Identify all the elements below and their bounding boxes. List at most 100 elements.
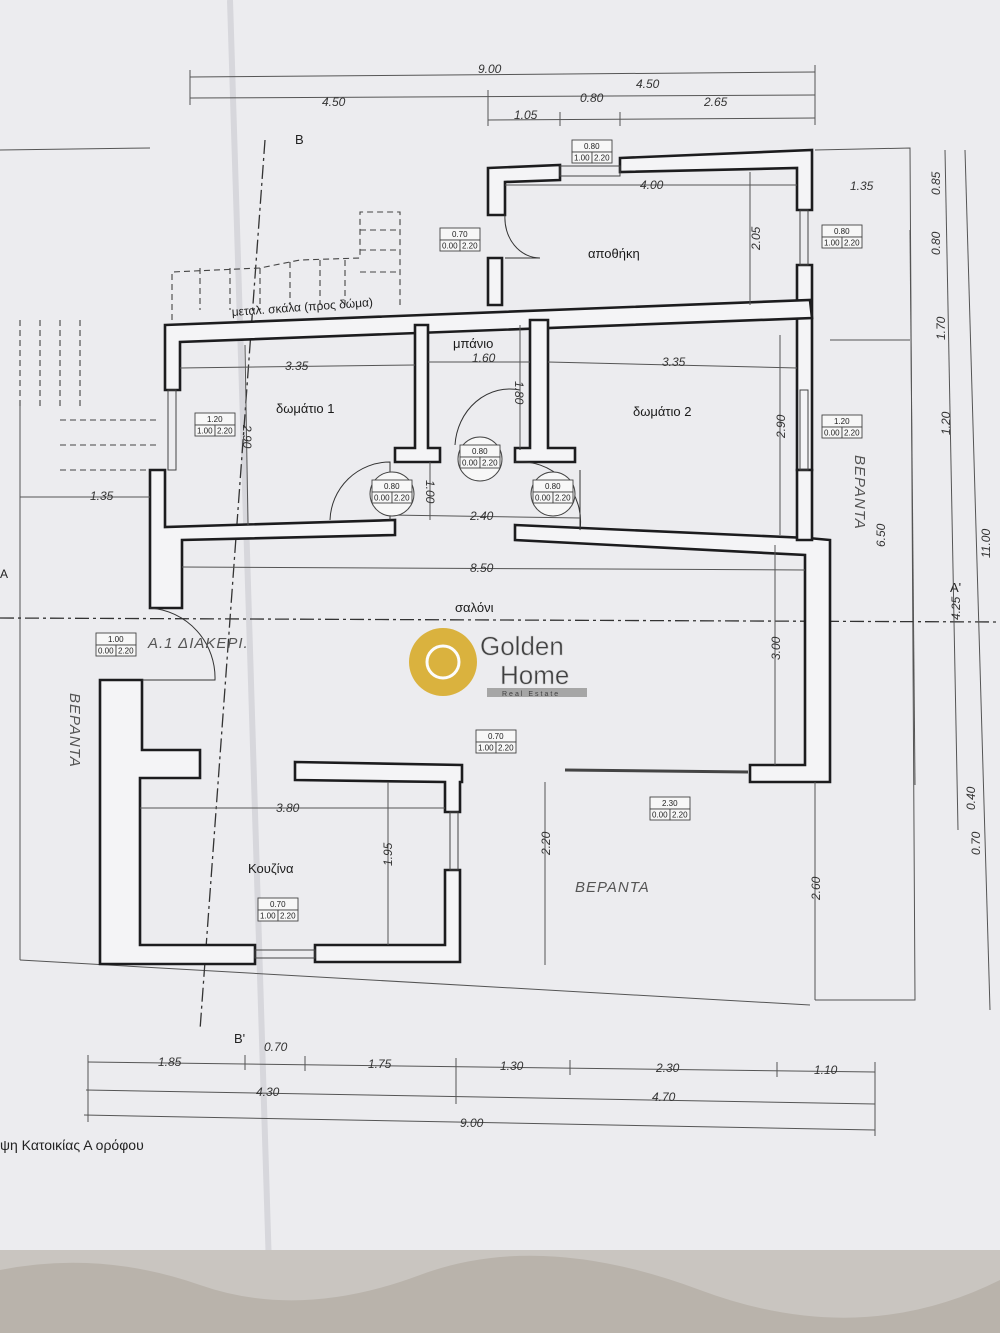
section-mark-a: A [0,567,8,581]
dim-text: 2.65 [703,95,728,109]
dim-text: 1.30 [500,1059,524,1073]
logo-text: Home [500,660,569,690]
golden-home-watermark: Golden Home Real Estate [409,628,587,698]
opening-tag: 1.00 0.00 2.20 [95,632,137,657]
opening-value: 1.00 [574,154,590,163]
opening-value: 2.20 [482,459,498,468]
dim-text: 3.35 [662,355,686,369]
opening-value: 2.20 [498,744,514,753]
dim-text: 3.35 [285,359,309,373]
dim-text: 1.10 [814,1063,838,1077]
paper-fold [227,0,273,1301]
dim-text: 2.90 [240,424,254,449]
opening-value: 1.20 [834,417,850,426]
opening-value: 0.80 [384,482,400,491]
dim-text: 4.00 [640,178,664,192]
opening-value: 2.20 [394,494,410,503]
room-label-bathroom: μπάνιο [453,336,493,351]
opening-value: 2.20 [844,429,860,438]
dim-text: 1.60 [472,351,496,365]
top-dimensions: 9.00 4.50 4.50 1.05 0.80 2.65 [189,62,816,126]
logo-subtext: Real Estate [502,691,560,698]
room-label-kitchen: Κουζίνα [248,861,294,876]
opening-value: 0.00 [98,647,114,656]
opening-value: 0.00 [824,429,840,438]
opening-value: 2.20 [555,494,571,503]
opening-tag: 2.30 0.00 2.20 [649,796,691,821]
opening-value: 2.20 [462,242,478,251]
interior-dimension-lines [20,172,910,1000]
drawing-caption: ψη Κατοικίας Α ορόφου [0,1137,144,1153]
dim-text: 4.70 [652,1090,676,1104]
dim-text: 1.20 [939,411,953,435]
opening-tag: 1.20 0.00 2.20 [821,414,863,439]
dim-text: 2.60 [809,876,823,901]
boundary-line [19,959,811,1006]
section-axis-b [199,139,266,1031]
dim-text: 4.50 [636,77,660,91]
opening-value: 1.00 [478,744,494,753]
metal-stair [19,211,401,471]
opening-value: 2.20 [594,154,610,163]
windows [167,165,809,959]
dim-text: 9.00 [478,62,502,76]
opening-value: 1.00 [197,427,213,436]
section-mark-b-prime: B' [234,1031,245,1046]
section-mark-a-prime: A' [950,580,961,595]
dim-text: 8.50 [470,561,494,575]
dim-text: 1.95 [381,842,395,866]
opening-value: 2.20 [672,811,688,820]
bottom-dimensions: 1.85 0.70 1.75 1.30 2.30 1.10 4.30 4.70 … [83,1040,876,1136]
room-label-bedroom-2: δωμάτιο 2 [633,404,692,419]
logo-circle [409,628,477,696]
dim-text: 0.70 [969,831,983,855]
dim-text: 1.80 [512,381,526,405]
room-label-living: σαλόνι [455,600,494,615]
dim-text: 1.75 [368,1057,392,1071]
dim-text: 3.80 [276,801,300,815]
dim-text: 2.30 [655,1061,680,1075]
opening-value: 0.70 [488,732,504,741]
dim-text: 9.00 [460,1116,484,1130]
opening-value: 2.20 [844,239,860,248]
opening-value: 0.00 [374,494,390,503]
interior-dimension-labels: 4.00 2.05 3.35 1.60 3.35 1.80 2.90 2.90 … [90,178,874,901]
right-dimensions: 0.85 0.80 1.70 1.20 4.25 0.40 0.70 11.00… [874,149,993,1011]
opening-value: 1.00 [824,239,840,248]
section-axis-a [0,617,1000,623]
opening-value: 0.00 [442,242,458,251]
opening-value: 0.80 [584,142,600,151]
opening-value: 2.20 [280,912,296,921]
opening-value: 1.00 [108,635,124,644]
opening-value: 0.00 [462,459,478,468]
opening-value: 2.20 [217,427,233,436]
opening-value: 2.30 [662,799,678,808]
dim-text: 2.90 [774,414,788,439]
dim-text: 1.70 [934,316,948,340]
section-mark-b: B [295,132,304,147]
dim-text: 1.35 [850,179,874,193]
opening-value: 0.00 [652,811,668,820]
opening-value: 2.20 [118,647,134,656]
opening-value: 1.00 [260,912,276,921]
handwritten-veranda-right: ΒΕΡΑΝΤΑ [851,455,868,530]
opening-tag: 0.80 1.00 2.20 [571,139,613,164]
dim-text: 4.25 [949,596,963,620]
opening-tag: 0.80 0.00 2.20 [369,471,415,517]
dim-text: 0.80 [580,91,604,105]
dim-text: 2.05 [749,226,763,251]
dim-text: 2.40 [469,509,494,523]
dim-text: 11.00 [979,529,993,558]
dim-text: 3.00 [769,636,783,660]
handwritten-veranda-bottom: ΒΕΡΑΝΤΑ [575,879,650,896]
dim-text: 1.05 [514,108,538,122]
dim-text: 1.35 [90,489,114,503]
boundary-line [0,147,151,151]
opening-value: 0.00 [535,494,551,503]
